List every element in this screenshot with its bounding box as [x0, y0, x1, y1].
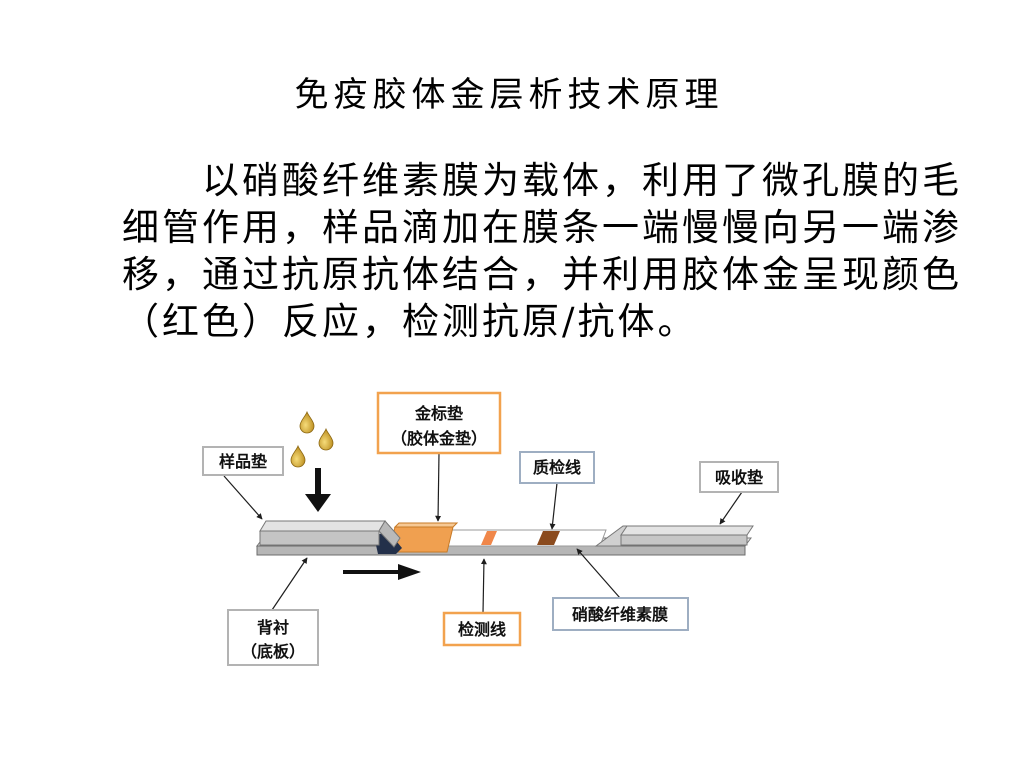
absorbent-pad	[594, 525, 754, 547]
arrow-down-icon	[305, 468, 331, 512]
label-absorbent-pad: 吸收垫	[699, 461, 779, 493]
absorbent-pad-top	[620, 525, 754, 536]
droplet-icon	[318, 427, 334, 451]
absorbent-pad-front	[620, 534, 748, 546]
label-text: （底板）	[241, 642, 305, 661]
label-box	[227, 609, 319, 666]
control-line	[537, 531, 560, 545]
label-sample-pad: 样品垫	[202, 446, 284, 476]
label-box	[699, 461, 779, 493]
label-gold-pad: 金标垫 （胶体金垫）	[376, 391, 502, 455]
leader-line-control-line	[549, 482, 558, 530]
label-box	[202, 446, 284, 476]
label-text: 吸收垫	[715, 468, 763, 487]
label-test-line: 检测线	[442, 611, 522, 647]
sample-pad-top	[259, 520, 386, 532]
sample-pad-shadow	[374, 531, 402, 554]
test-line	[481, 531, 497, 545]
sample-pad	[259, 520, 402, 554]
label-membrane: 硝酸纤维素膜	[552, 597, 689, 631]
droplet-icon	[290, 444, 306, 468]
nitrocellulose-membrane	[445, 529, 607, 547]
leader-line-test-line	[480, 558, 487, 614]
arrow-right-icon	[343, 564, 421, 580]
leader-line-gold-pad	[435, 452, 442, 522]
slide-title: 免疫胶体金层析技术原理	[294, 75, 724, 115]
label-text: 样品垫	[219, 452, 267, 471]
label-control-line: 质检线	[519, 451, 595, 484]
arrow-shaft	[343, 570, 401, 574]
gold-pad-top	[393, 522, 459, 528]
label-text: 金标垫	[414, 404, 463, 423]
label-text: 背衬	[257, 618, 289, 637]
lateral-flow-strip-diagram: 样品垫 金标垫 （胶体金垫） 质检线 吸收垫 背衬 （底板） 检测线 硝酸纤维素…	[202, 391, 779, 666]
test-strip	[256, 520, 754, 556]
arrow-head	[398, 564, 421, 580]
leader-line-sample-pad	[223, 475, 263, 520]
leader-line-absorbent-pad	[719, 491, 743, 525]
leader-line-backing	[271, 557, 308, 611]
label-text: （胶体金垫）	[391, 429, 487, 448]
leader-line-membrane	[576, 548, 621, 599]
droplet-icon	[299, 410, 315, 434]
label-box	[376, 391, 502, 455]
label-backing: 背衬 （底板）	[227, 609, 319, 666]
label-text: 质检线	[533, 458, 581, 477]
leader-lines	[223, 452, 743, 614]
sample-pad-front	[259, 530, 380, 546]
paragraph-line: （红色）反应，检测抗原/抗体。	[122, 300, 698, 343]
paragraph-line: 移，通过抗原抗体结合，并利用胶体金呈现颜色	[122, 253, 962, 296]
label-text: 硝酸纤维素膜	[572, 605, 668, 624]
label-text: 检测线	[458, 620, 506, 639]
label-box	[552, 597, 689, 631]
label-box	[442, 611, 522, 647]
paragraph-line: 以硝酸纤维素膜为载体，利用了微孔膜的毛	[202, 159, 962, 202]
gold-conjugate-pad	[388, 522, 459, 553]
arrow-shaft	[315, 468, 321, 496]
arrow-head	[305, 494, 331, 512]
body-paragraph: 以硝酸纤维素膜为载体，利用了微孔膜的毛 细管作用，样品滴加在膜条一端慢慢向另一端…	[122, 157, 982, 345]
label-box	[519, 451, 595, 484]
sample-drops	[290, 410, 334, 468]
backing-front-face	[256, 545, 746, 556]
paragraph-line: 细管作用，样品滴加在膜条一端慢慢向另一端渗	[122, 206, 962, 249]
sample-pad-slope	[378, 520, 401, 548]
